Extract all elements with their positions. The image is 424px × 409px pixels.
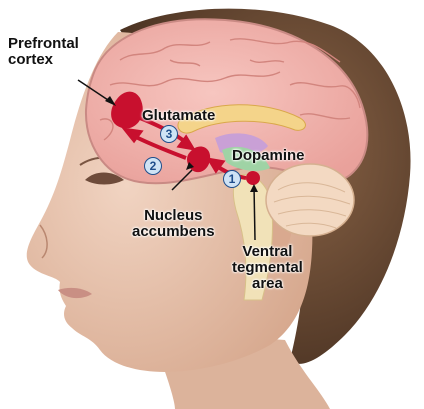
vta-region [246, 171, 260, 185]
glutamate-label: Glutamate [142, 108, 215, 124]
cerebellum [266, 164, 354, 236]
dopamine-label: Dopamine [232, 148, 305, 164]
ventral-tegmental-area-label: Ventral tegmental area [232, 244, 303, 292]
step-badge-1: 1 [223, 170, 241, 188]
prefrontal-cortex-label: Prefrontal cortex [8, 36, 79, 68]
step-badge-2: 2 [144, 157, 162, 175]
step-badge-3: 3 [160, 125, 178, 143]
nucleus-accumbens-label: Nucleus accumbens [132, 208, 215, 240]
